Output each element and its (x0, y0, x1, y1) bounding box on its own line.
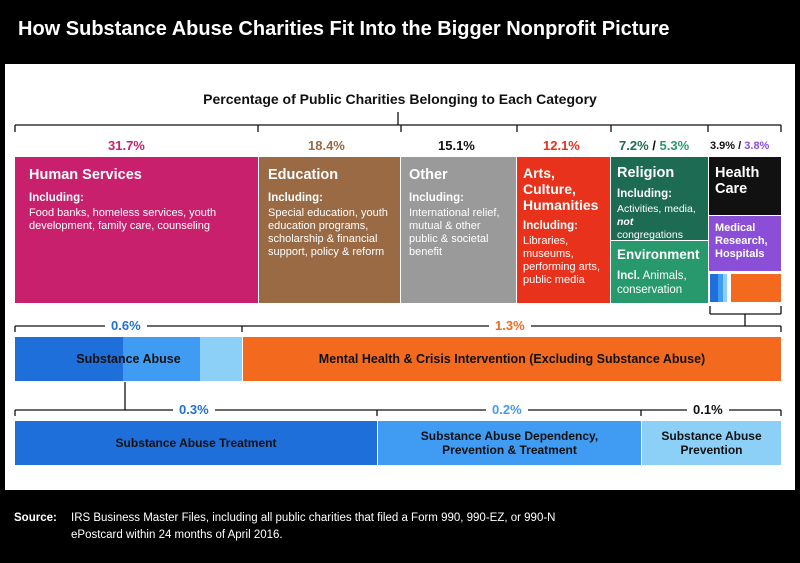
pct-arts: 12.1% (543, 138, 580, 153)
box-label: Environment (617, 247, 700, 262)
box-including: Including: (29, 192, 84, 204)
box-including: Including: (617, 188, 672, 200)
pct-substance-abuse: 0.6% (105, 318, 147, 333)
pct-separator: / (738, 140, 742, 152)
pct-separator: / (652, 138, 656, 153)
box-label: Education (268, 167, 339, 183)
box-substance-abuse: Substance Abuse (15, 337, 242, 381)
pct-religion: 7.2% (619, 138, 649, 153)
pct-human-services: 31.7% (108, 138, 145, 153)
box-label: Substance Abuse Treatment (115, 436, 277, 450)
box-label: Medical Research, Hospitals (715, 222, 768, 260)
box-desc: Incl. Animals, conservation (617, 269, 702, 297)
box-label: Arts, Culture, Humanities (523, 165, 599, 213)
source-label: Source: (14, 512, 57, 524)
box-sa-prevention: Substance Abuse Prevention (642, 421, 781, 465)
sa-light-segment (200, 337, 242, 381)
desc-part: congregations (617, 229, 683, 240)
box-other: Other Including: International relief, m… (401, 157, 516, 303)
box-health-care: Health Care (709, 157, 781, 215)
box-education: Education Including: Special education, … (259, 157, 400, 303)
box-desc: Special education, youth education progr… (268, 207, 388, 258)
box-label: Health Care (715, 165, 760, 197)
mini-sa-light (723, 274, 727, 302)
box-label: Mental Health & Crisis Intervention (Exc… (318, 352, 706, 366)
pct-religion-environment: 7.2% / 5.3% (619, 138, 689, 153)
pct-sa-treatment: 0.3% (173, 402, 215, 417)
pct-sa-dependency: 0.2% (486, 402, 528, 417)
box-desc: Libraries, museums, performing arts, pub… (523, 235, 601, 286)
pct-other: 15.1% (438, 138, 475, 153)
desc-part: Animals, conservation (617, 270, 687, 296)
mini-mental-health (731, 274, 781, 302)
box-label: Religion (617, 165, 675, 181)
box-label: Other (409, 167, 448, 183)
box-label: Substance Abuse (76, 352, 181, 366)
mini-sa-dark (710, 274, 718, 302)
chart-panel: Percentage of Public Charities Belonging… (5, 64, 795, 490)
box-desc: Food banks, homeless services, youth dev… (29, 207, 217, 232)
box-desc: International relief, mutual & other pub… (409, 207, 500, 258)
pct-health: 3.9% / 3.8% (710, 140, 769, 152)
pct-medical-research: 3.8% (744, 140, 770, 152)
box-desc: Activities, media, not congregations (617, 203, 702, 240)
box-health-remainder (709, 272, 781, 303)
box-sa-dependency: Substance Abuse Dependency, Prevention &… (378, 421, 641, 465)
box-religion: Religion Including: Activities, media, n… (611, 157, 708, 240)
mini-sa-mid (718, 274, 723, 302)
pct-mental-health: 1.3% (489, 318, 531, 333)
pct-environment: 5.3% (659, 138, 690, 153)
pct-health-care: 3.9% (710, 140, 736, 152)
box-mental-health: Mental Health & Crisis Intervention (Exc… (243, 337, 781, 381)
box-medical-research: Medical Research, Hospitals (709, 216, 781, 271)
desc-part: Activities, media, (617, 203, 696, 215)
box-label: Substance Abuse Prevention (661, 429, 762, 457)
pct-education: 18.4% (308, 138, 345, 153)
box-environment: Environment Incl. Animals, conservation (611, 241, 708, 303)
sa-mid-segment (123, 337, 200, 381)
box-sa-treatment: Substance Abuse Treatment (15, 421, 377, 465)
box-human-services: Human Services Including: Food banks, ho… (15, 157, 258, 303)
box-including: Including: (523, 220, 578, 232)
box-including: Incl. (617, 270, 641, 282)
box-label: Substance Abuse Dependency, Prevention &… (420, 429, 599, 457)
pct-sa-prevention: 0.1% (687, 402, 729, 417)
box-label: Human Services (29, 167, 142, 183)
sa-dark-segment (15, 337, 123, 381)
chart-subtitle: Percentage of Public Charities Belonging… (203, 91, 597, 107)
desc-not: not (617, 216, 634, 228)
source-text: IRS Business Master Files, including all… (71, 512, 556, 541)
box-including: Including: (409, 192, 464, 204)
box-arts: Arts, Culture, Humanities Including: Lib… (517, 157, 610, 303)
chart-title: How Substance Abuse Charities Fit Into t… (18, 18, 670, 40)
box-including: Including: (268, 192, 323, 204)
